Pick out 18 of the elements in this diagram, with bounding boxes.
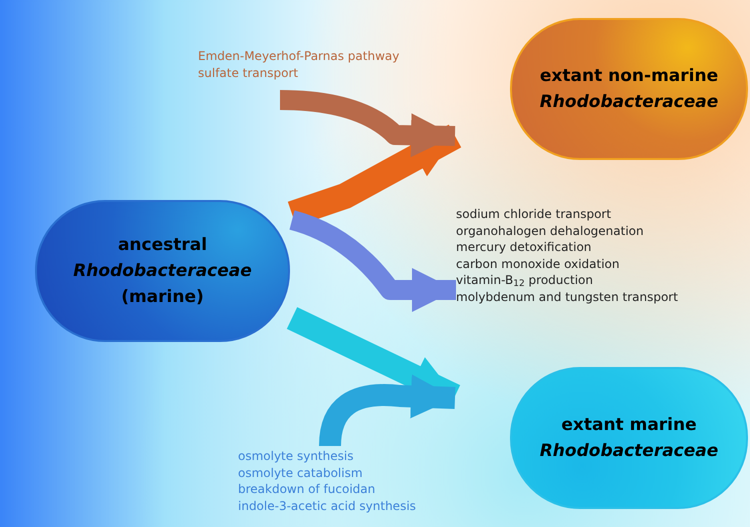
list-item: indole-3-acetic acid synthesis (238, 498, 416, 514)
list-item: sulfate transport (198, 64, 298, 81)
list-item: osmolyte catabolism (238, 464, 363, 481)
list-item: organohalogen dehalogenation (456, 222, 644, 239)
rounded-node (35, 200, 290, 342)
flow-arrow (289, 210, 456, 312)
list-item: breakdown of fucoidan (238, 481, 376, 498)
node-label: extant non-marine Rhodobacteraceae (538, 65, 720, 114)
list-item: mercury detoxification (456, 239, 592, 256)
list-item: Emden-Meyerhof-Parnas pathway (198, 48, 400, 64)
node-label: ancestral Rhodobacteraceae (marine) (72, 234, 253, 309)
list-item: molybdenum and tungsten transport (456, 288, 678, 305)
node-label: extant marine Rhodobacteraceae (538, 414, 720, 463)
list-item: sodium chloride transport (456, 206, 612, 222)
list-item: carbon monoxide oxidation (456, 256, 620, 272)
flow-arrow (280, 90, 456, 158)
list-item: osmolyte synthesis (238, 448, 354, 464)
list-item: vitamin-B$_{12}$ production (456, 272, 593, 288)
